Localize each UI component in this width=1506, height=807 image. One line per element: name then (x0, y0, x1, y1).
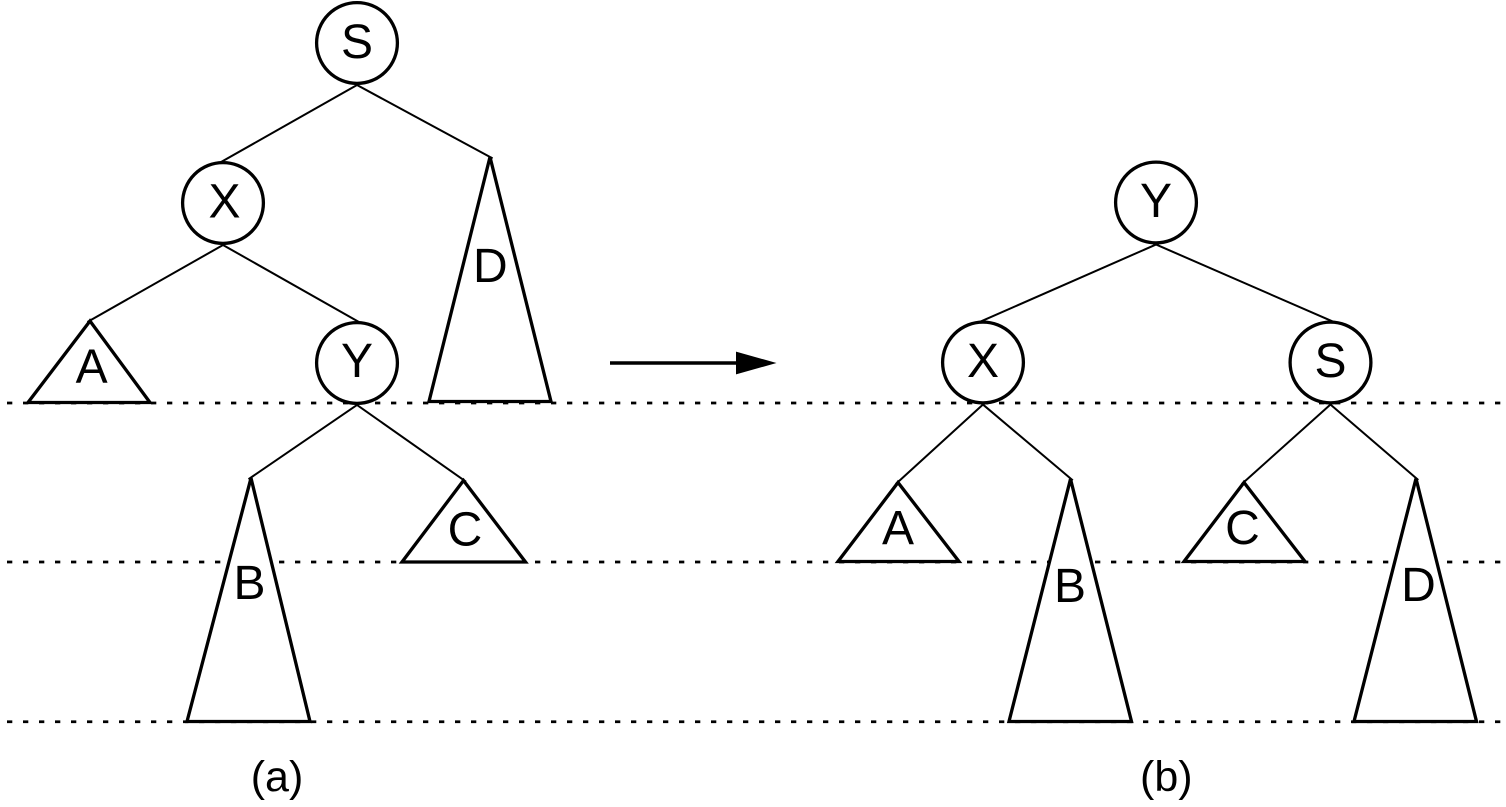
svg-text:S: S (1314, 335, 1346, 388)
svg-text:D: D (1401, 559, 1436, 612)
svg-text:Y: Y (1140, 175, 1172, 228)
svg-text:C: C (1225, 502, 1260, 555)
svg-text:B: B (233, 557, 265, 610)
svg-text:C: C (448, 504, 483, 557)
svg-text:X: X (967, 335, 999, 388)
svg-text:A: A (76, 341, 108, 394)
svg-text:A: A (882, 502, 914, 555)
svg-text:S: S (341, 16, 373, 69)
svg-text:Y: Y (341, 335, 373, 388)
svg-text:D: D (473, 240, 508, 293)
svg-text:(a): (a) (251, 753, 304, 801)
svg-text:X: X (208, 176, 240, 229)
svg-text:(b): (b) (1140, 753, 1193, 801)
svg-text:B: B (1054, 560, 1086, 613)
